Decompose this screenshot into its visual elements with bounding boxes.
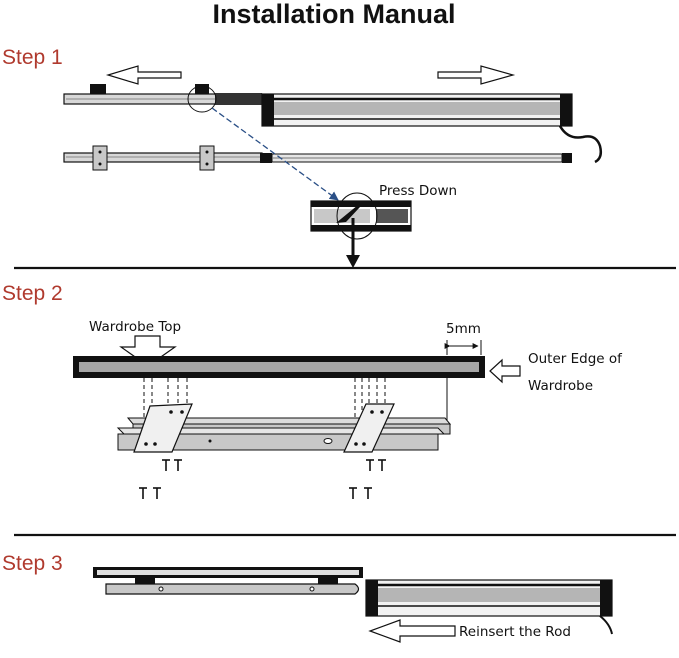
screw-markers [139, 459, 386, 499]
wardrobe-top-panel [73, 356, 485, 378]
step-1-label: Step 1 [2, 46, 63, 69]
outer-edge-label-line2: Wardrobe [528, 378, 593, 394]
press-down-label: Press Down [379, 183, 457, 199]
step-2-label: Step 2 [2, 282, 63, 305]
gap-5mm-label: 5mm [446, 321, 481, 337]
reinsert-arrow [368, 619, 456, 643]
step3-mounted-rail [93, 567, 363, 595]
step-3-label: Step 3 [2, 552, 63, 575]
step1-detail-view [310, 192, 412, 268]
step1-upper-rail [63, 84, 603, 164]
wardrobe-top-label: Wardrobe Top [89, 319, 181, 335]
outer-edge-arrow [489, 358, 521, 384]
zoom-pointer-arrow [211, 107, 339, 201]
step1-zoom-circle [187, 85, 217, 113]
step1-lower-rail [63, 145, 572, 171]
step2-bracket-left [133, 403, 193, 453]
reinsert-rod-label: Reinsert the Rod [459, 624, 571, 640]
outer-edge-label-line1: Outer Edge of [528, 351, 623, 367]
slide-right-arrow [437, 65, 516, 85]
slide-left-arrow [105, 65, 182, 85]
step3-closet-rod [365, 579, 613, 635]
manual-title: Installation Manual [212, 0, 455, 29]
step2-bracket-right [343, 403, 395, 453]
